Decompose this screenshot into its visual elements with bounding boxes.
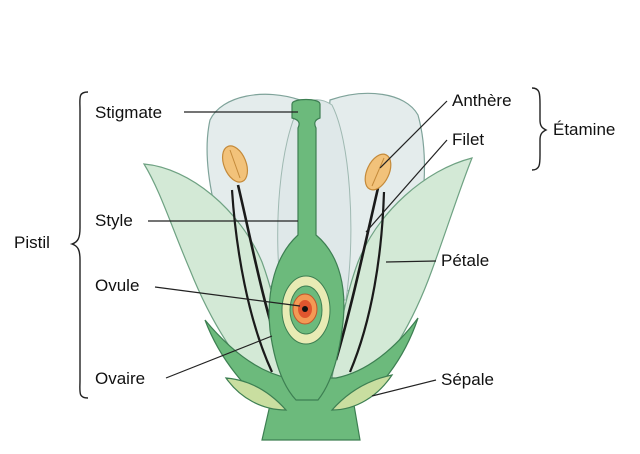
label-style: Style — [95, 211, 133, 230]
label-pistil: Pistil — [14, 233, 50, 252]
label-filet: Filet — [452, 130, 484, 149]
pistil-brace — [72, 92, 88, 398]
label-ovaire: Ovaire — [95, 369, 145, 388]
label-ovule: Ovule — [95, 276, 139, 295]
ovule-dot — [302, 306, 308, 312]
etamine-brace — [532, 88, 546, 170]
label-anthere: Anthère — [452, 91, 512, 110]
label-sepale: Sépale — [441, 370, 494, 389]
label-etamine: Étamine — [553, 120, 615, 139]
label-petale: Pétale — [441, 251, 489, 270]
label-stigmate: Stigmate — [95, 103, 162, 122]
